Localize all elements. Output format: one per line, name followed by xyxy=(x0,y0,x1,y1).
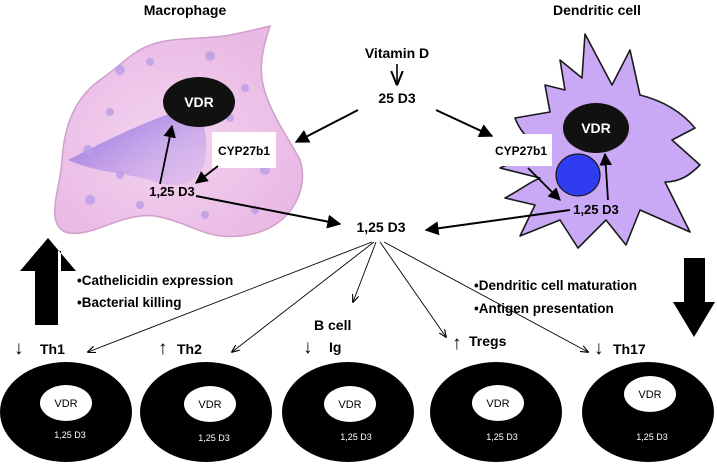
fan-arrow-bcell xyxy=(353,241,377,302)
fan-arrow-tregs xyxy=(379,241,446,337)
cell-th2-vdr: VDR xyxy=(198,399,221,411)
fan-arrow-th17 xyxy=(383,241,588,352)
macrophage-cyp-arrow xyxy=(195,165,219,184)
macrophage-cyp27b1-label: CYP27b1 xyxy=(218,144,270,158)
cell-tregs: VDR 1,25 D3 xyxy=(430,362,562,462)
d3-25-label: 25 D3 xyxy=(378,90,416,106)
dendritic-cyp27b1-label: CYP27b1 xyxy=(495,144,547,158)
cell-th2: VDR 1,25 D3 xyxy=(140,362,272,462)
macrophage-vdr-nucleus xyxy=(163,77,235,127)
dendritic-title: Dendritic cell xyxy=(553,2,641,18)
th17-label: Th17 xyxy=(613,341,646,357)
cell-th17: VDR 1,25 D3 xyxy=(582,362,714,462)
macrophage-cell: VDR CYP27b1 1,25 D3 xyxy=(53,24,304,238)
dendritic-d3-export-arrow xyxy=(424,209,571,236)
cell-th1: VDR 1,25 D3 xyxy=(0,362,132,462)
center-d3-125-label: 1,25 D3 xyxy=(356,219,405,235)
dendritic-effect-1: •Dendritic cell maturation xyxy=(474,278,637,293)
th1-arrow: ↓ xyxy=(14,338,24,359)
fan-arrow-th2 xyxy=(232,241,375,352)
th2-arrow: ↑ xyxy=(158,338,168,359)
cell-th1-vdr-nucleus xyxy=(40,385,92,421)
cell-bcell-vdr-nucleus xyxy=(324,386,376,422)
dendritic-d3-label: 1,25 D3 xyxy=(573,202,619,217)
cell-bcell-d3: 1,25 D3 xyxy=(340,432,372,442)
th17-arrow: ↓ xyxy=(594,338,604,359)
cell-th17-vdr: VDR xyxy=(638,389,661,401)
cell-th1-vdr: VDR xyxy=(54,398,77,410)
dendritic-cell: VDR CYP27b1 1,25 D3 xyxy=(490,33,701,249)
cell-th1-d3: 1,25 D3 xyxy=(54,430,86,440)
d3-25-to-dendritic-arrow xyxy=(435,109,494,138)
cell-th2-d3: 1,25 D3 xyxy=(198,433,230,443)
cell-tregs-d3: 1,25 D3 xyxy=(486,432,518,442)
vitamin-d-label: Vitamin D xyxy=(365,45,429,61)
cell-tregs-vdr-nucleus xyxy=(472,385,524,421)
dendritic-down-arrow xyxy=(673,258,715,337)
d3-25-to-macrophage-arrow xyxy=(294,109,359,143)
macrophage-effect-1: •Cathelicidin expression xyxy=(77,273,233,288)
fan-arrow-th1 xyxy=(88,241,373,352)
macrophage-d3-to-vdr-arrow xyxy=(159,124,176,185)
bcell-arrow: ↓ xyxy=(303,337,313,358)
cell-bcell: VDR 1,25 D3 xyxy=(282,362,414,462)
dendritic-blue-nucleus xyxy=(555,153,601,197)
tregs-arrow: ↑ xyxy=(452,333,462,354)
macrophage-vdr-label: VDR xyxy=(184,94,214,110)
macrophage-d3-export-arrow xyxy=(195,195,342,229)
bcell-sublabel: Ig xyxy=(329,339,341,355)
cell-th17-d3: 1,25 D3 xyxy=(636,432,668,442)
macrophage-up-arrow xyxy=(20,238,76,325)
macrophage-cyp27b1-box xyxy=(212,132,276,168)
macrophage-d3-label: 1,25 D3 xyxy=(149,184,195,199)
macrophage-effect-2: •Bacterial killing xyxy=(77,295,182,310)
dendritic-vdr-nucleus xyxy=(563,103,629,153)
dendritic-effect-2: •Antigen presentation xyxy=(474,301,614,316)
th1-label: Th1 xyxy=(40,341,65,357)
cell-th17-vdr-nucleus xyxy=(624,376,676,412)
tregs-label: Tregs xyxy=(469,333,507,349)
dendritic-cyp27b1-box xyxy=(490,134,552,166)
dendritic-cyp-arrow xyxy=(527,167,561,201)
bcell-label: B cell xyxy=(314,317,351,333)
th2-label: Th2 xyxy=(177,341,202,357)
cell-th2-vdr-nucleus xyxy=(184,386,236,422)
macrophage-title: Macrophage xyxy=(144,2,227,18)
cell-bcell-vdr: VDR xyxy=(338,399,361,411)
dendritic-vdr-label: VDR xyxy=(581,120,611,136)
dendritic-d3-to-vdr-arrow xyxy=(599,152,613,201)
fan-arrows xyxy=(88,241,588,352)
cell-tregs-vdr: VDR xyxy=(486,398,509,410)
